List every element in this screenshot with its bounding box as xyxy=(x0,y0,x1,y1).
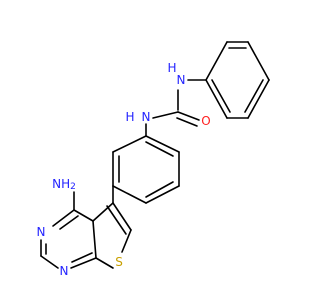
bond xyxy=(40,255,59,269)
bond xyxy=(70,257,97,269)
bond xyxy=(145,181,174,198)
bond xyxy=(71,252,93,263)
bond xyxy=(145,185,180,204)
bond xyxy=(211,79,231,113)
urea-nh-hydrogen-left: H xyxy=(125,110,134,124)
bond xyxy=(244,79,264,113)
bond xyxy=(92,202,114,222)
carbonyl-oxygen: O xyxy=(201,114,210,128)
bond xyxy=(247,41,270,81)
pyrimidine-nitrogen-1: N xyxy=(60,264,69,278)
urea-nitrogen-left: N xyxy=(142,110,151,124)
bond xyxy=(205,79,228,119)
bond xyxy=(145,135,180,153)
urea-nitrogen-top: N xyxy=(177,73,186,87)
bonds xyxy=(40,41,270,269)
chemical-structure: NH2 H N O H N N N S xyxy=(37,41,270,278)
pyrimidine-nitrogen-3: N xyxy=(37,225,46,239)
bond xyxy=(95,257,114,269)
atom-labels: NH2 H N O H N N N S xyxy=(37,61,211,278)
bond xyxy=(152,111,179,119)
bond xyxy=(92,220,97,259)
bond xyxy=(112,135,147,153)
bond xyxy=(106,205,127,235)
amine-label: NH2 xyxy=(52,177,76,192)
bond xyxy=(59,215,79,230)
bond xyxy=(205,41,228,81)
bond xyxy=(177,111,200,121)
bond xyxy=(176,117,198,127)
thiophene-sulfur: S xyxy=(115,255,123,269)
urea-nh-hydrogen-top: H xyxy=(167,61,176,75)
bond xyxy=(121,229,132,253)
bond xyxy=(73,209,94,222)
bond xyxy=(112,202,132,231)
bond xyxy=(145,141,174,157)
bond xyxy=(52,209,75,227)
bond xyxy=(112,185,147,204)
bond xyxy=(247,79,270,119)
